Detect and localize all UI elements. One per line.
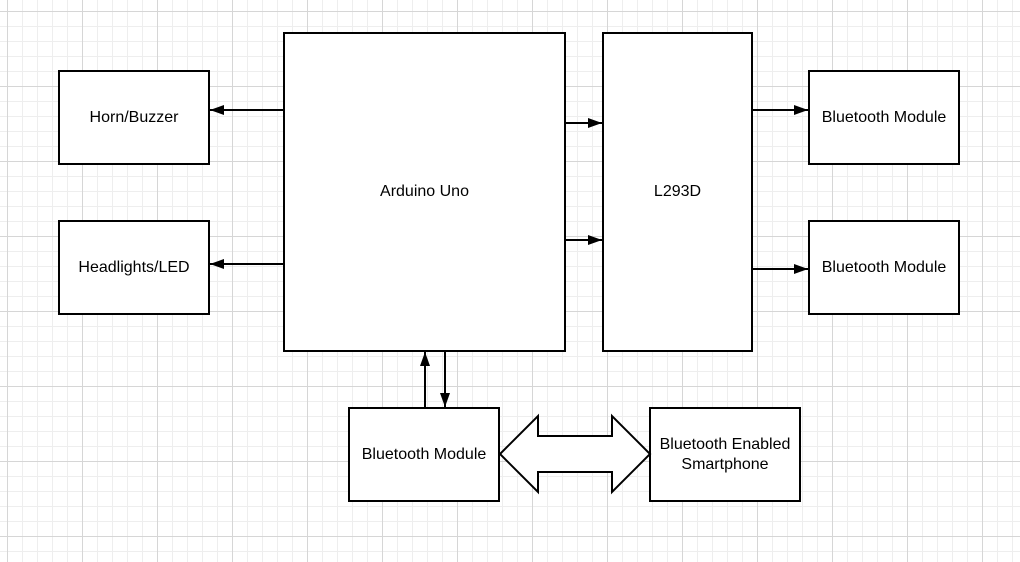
l293d-block: L293D bbox=[602, 32, 753, 352]
bluetooth-module-block: Bluetooth Module bbox=[348, 407, 500, 502]
headlights-led-block: Headlights/LED bbox=[58, 220, 210, 315]
horn-buzzer-block: Horn/Buzzer bbox=[58, 70, 210, 165]
motor-top-bluetooth-module-block: Bluetooth Module bbox=[808, 70, 960, 165]
motor-bottom-bluetooth-module-block: Bluetooth Module bbox=[808, 220, 960, 315]
double-arrow-bluetooth-smartphone bbox=[498, 413, 652, 495]
arduino-uno-block: Arduino Uno bbox=[283, 32, 566, 352]
smartphone-block: Bluetooth Enabled Smartphone bbox=[649, 407, 801, 502]
